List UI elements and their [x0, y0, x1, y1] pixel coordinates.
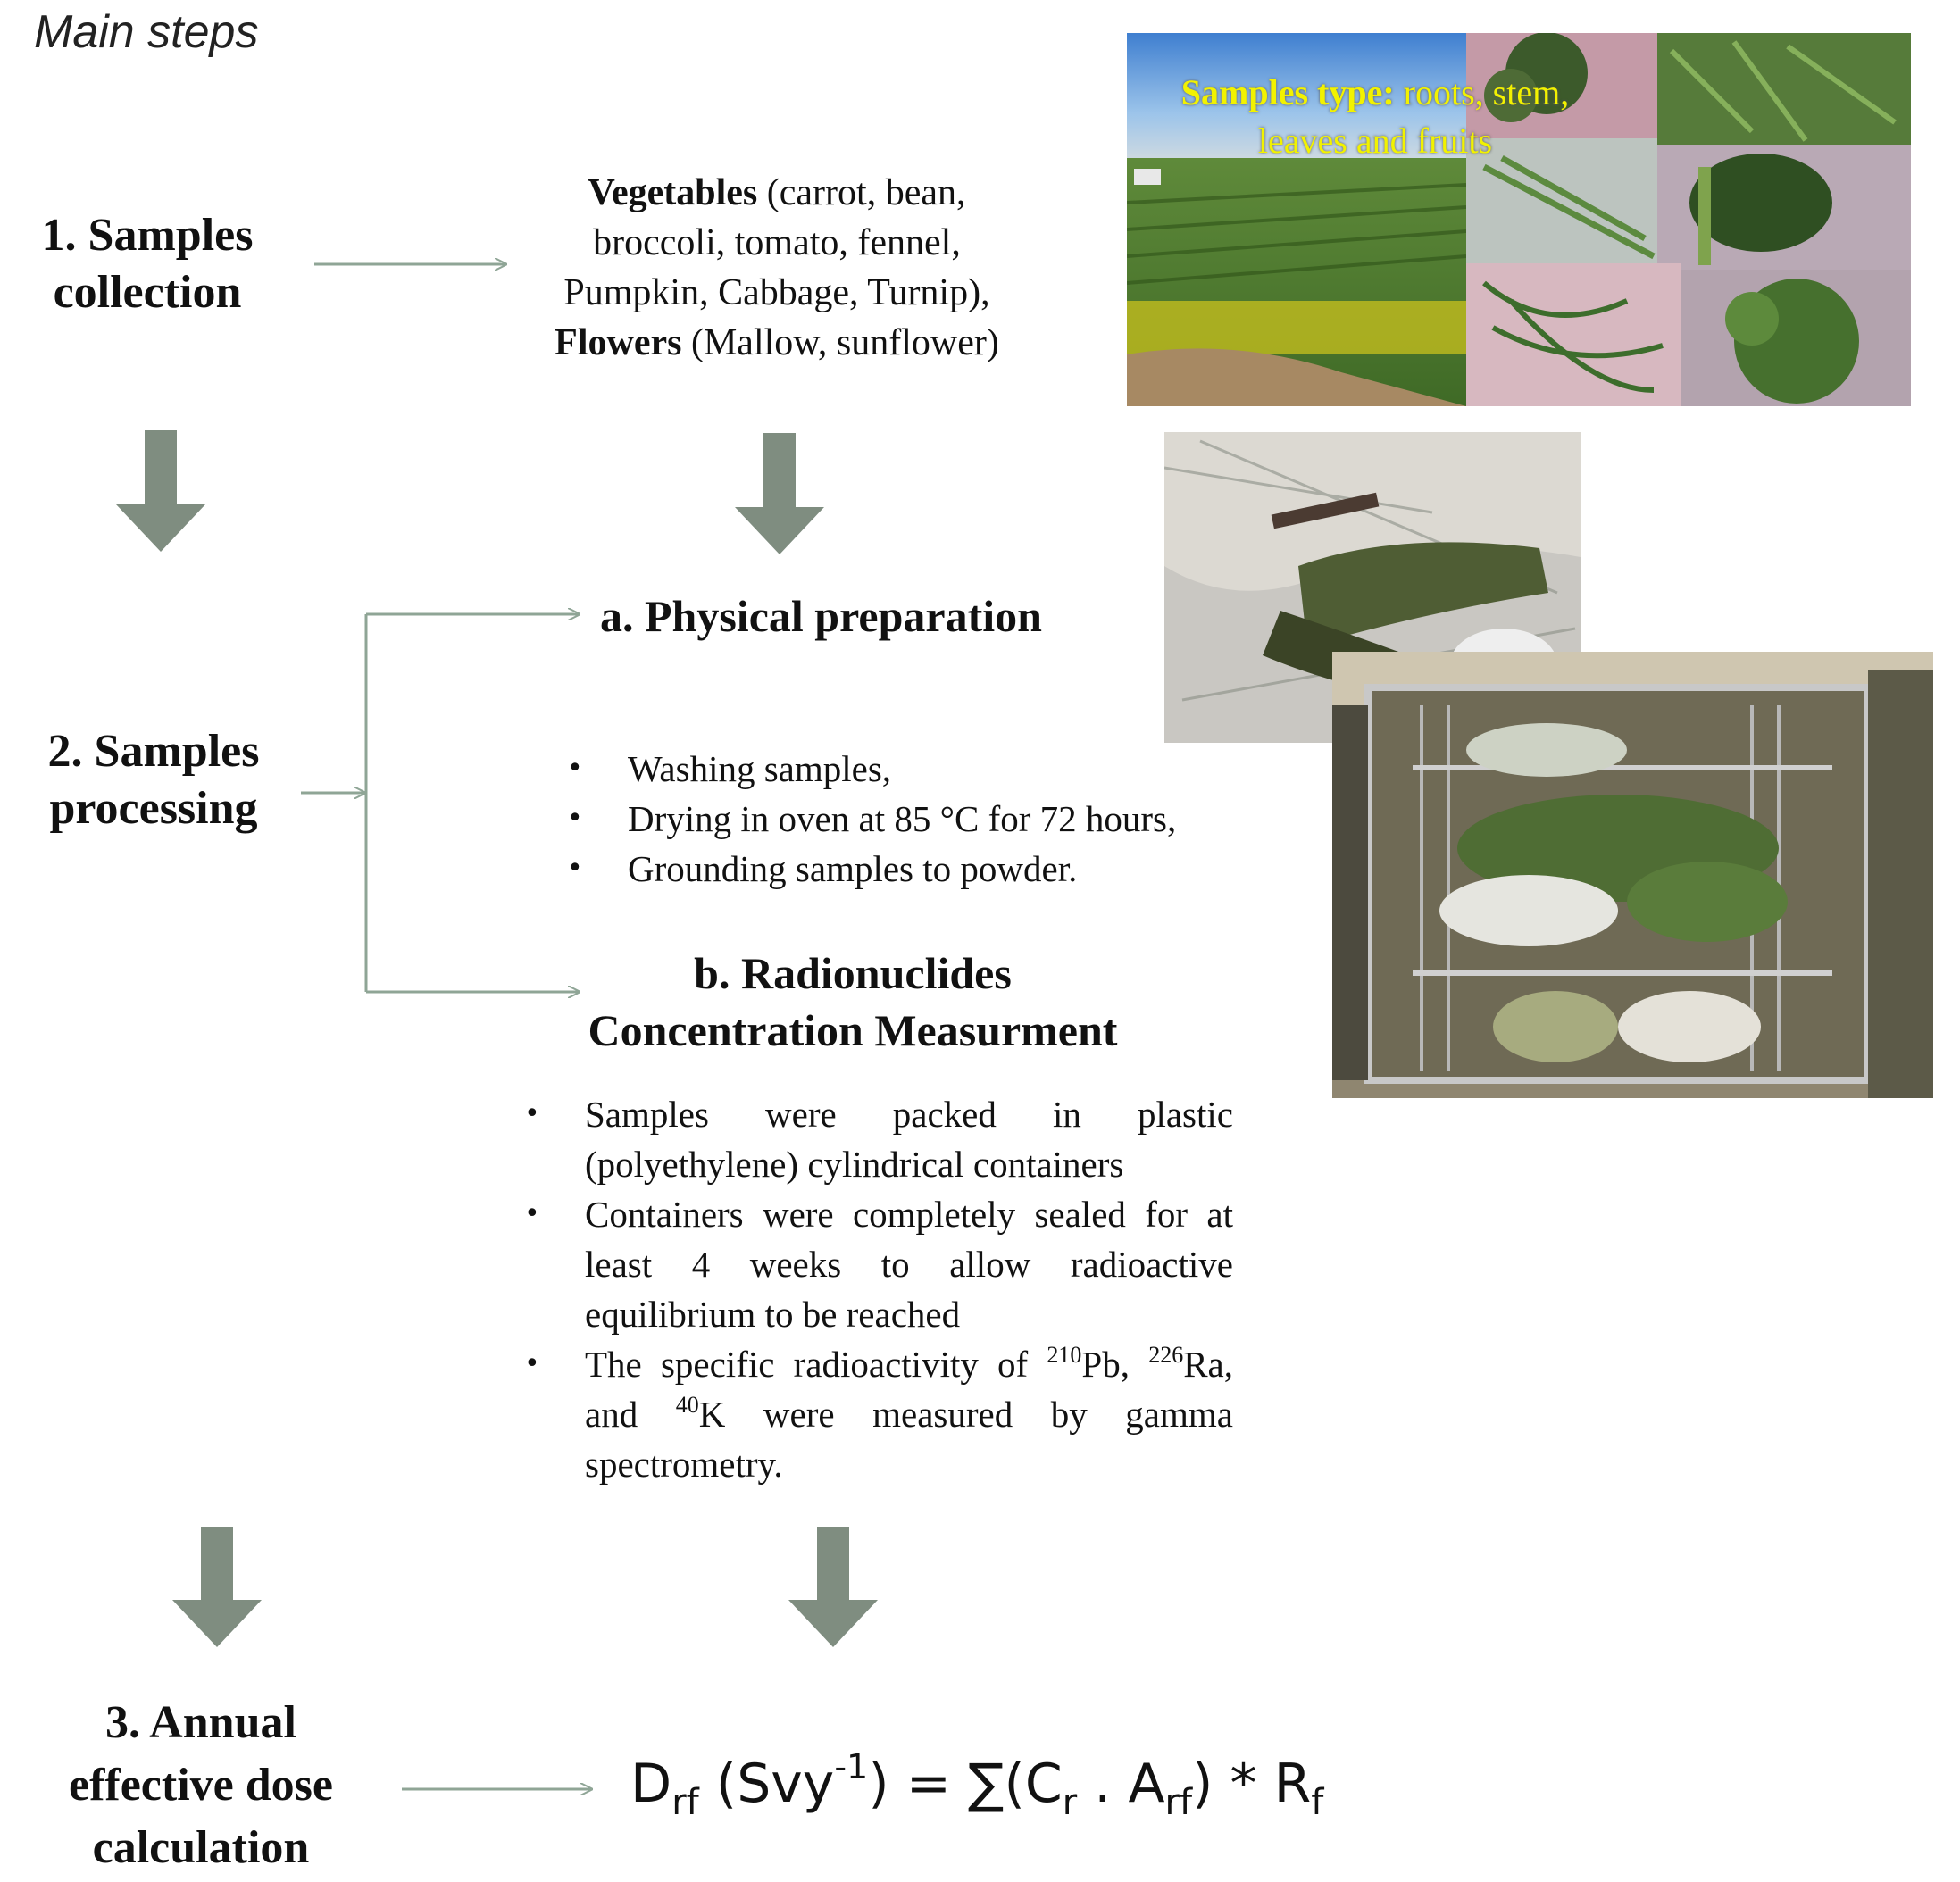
formula-subscript: rf — [1164, 1782, 1193, 1823]
drying-oven-photo — [1332, 652, 1933, 1098]
step-line: 2. Samples — [47, 726, 260, 777]
vegetables-label: Vegetables — [588, 172, 758, 213]
list-item: • Samples were packed in plastic (polyeth… — [524, 1089, 1233, 1189]
bullet-icon: • — [567, 853, 583, 884]
step-line: 3. Annual — [105, 1697, 296, 1748]
list-item: • Containers were completely sealed for a… — [524, 1189, 1233, 1339]
dose-formula: Drf (Svy-1) = ∑(Cr . Arf) * Rf — [630, 1748, 1323, 1820]
list-item-text: Containers were completely sealed for at… — [585, 1194, 1233, 1335]
bullet-icon: • — [524, 1198, 540, 1229]
isotope-mass-number: 226 — [1148, 1342, 1184, 1368]
formula-text: ) * R — [1192, 1753, 1312, 1815]
flowers-items: (Mallow, sunflower) — [681, 322, 999, 363]
list-item-text: Washing samples, — [628, 748, 892, 789]
formula-symbol: D — [630, 1753, 672, 1815]
step-line: collection — [53, 267, 242, 318]
samples-type-bold: Samples type: — [1180, 72, 1395, 112]
list-item: • Grounding samples to powder. — [567, 844, 1271, 894]
formula-subscript: rf — [671, 1782, 699, 1823]
bullet-icon: • — [524, 1098, 540, 1129]
vegetables-items: (carrot, bean, — [757, 172, 966, 213]
formula-text: ) = ∑(C — [868, 1753, 1063, 1815]
list-item-text: Ra, and — [585, 1344, 1233, 1435]
formula-subscript: r — [1062, 1782, 1078, 1823]
formula-text: (Svy — [698, 1753, 835, 1815]
measurement-heading-line: b. Radionuclides — [694, 948, 1012, 998]
list-item: • Washing samples, — [567, 744, 1271, 794]
step-line: effective dose — [69, 1760, 333, 1811]
down-arrow-icon — [735, 433, 824, 554]
step-line: 1. Samples — [41, 210, 254, 261]
step-line: calculation — [92, 1822, 310, 1873]
step-samples-collection: 1. Samples collection — [27, 207, 268, 321]
measurement-heading: b. Radionuclides Concentration Measurmen… — [536, 945, 1170, 1059]
down-arrow-icon — [172, 1527, 262, 1647]
samples-type-line2: leaves and fruits — [1257, 121, 1493, 161]
physical-preparation-heading: a. Physical preparation — [600, 591, 1042, 641]
list-item-text: Grounding samples to powder. — [628, 848, 1078, 889]
list-item-text: Drying in oven at 85 °C for 72 hours, — [628, 798, 1177, 839]
list-item-text: K were measured by gamma spectrometry. — [585, 1394, 1233, 1485]
formula-text: . A — [1077, 1753, 1165, 1815]
physical-preparation-list: • Washing samples, • Drying in oven at 85 … — [567, 744, 1271, 894]
page-title: Main steps — [34, 6, 259, 58]
down-arrow-icon — [116, 430, 205, 552]
samples-photo-collage: Samples type: roots, stem, leaves and fr… — [1127, 33, 1911, 406]
list-item-text: Pb, — [1081, 1344, 1149, 1385]
samples-type-plain: roots, stem, — [1394, 72, 1570, 112]
formula-subscript: f — [1311, 1782, 1324, 1823]
step-annual-effective-dose: 3. Annual effective dose calculation — [36, 1692, 366, 1879]
step-line: processing — [49, 783, 258, 834]
measurement-heading-line: Concentration Measurment — [588, 1005, 1118, 1055]
measurement-list: • Samples were packed in plastic (polyeth… — [524, 1089, 1233, 1489]
bullet-icon: • — [567, 753, 583, 784]
formula-superscript: -1 — [834, 1747, 869, 1786]
collection-detail: Vegetables (carrot, bean, broccoli, toma… — [527, 168, 1027, 368]
list-item-text: Samples were packed in plastic (polyethy… — [585, 1094, 1233, 1185]
isotope-mass-number: 210 — [1047, 1342, 1082, 1368]
vegetables-items: broccoli, tomato, fennel, — [593, 222, 961, 263]
bullet-icon: • — [567, 803, 583, 834]
down-arrow-icon — [788, 1527, 878, 1647]
flowers-label: Flowers — [555, 322, 682, 363]
step-samples-processing: 2. Samples processing — [20, 723, 288, 837]
list-item: • The specific radioactivity of 210Pb, 22… — [524, 1339, 1233, 1489]
bullet-icon: • — [524, 1348, 540, 1379]
vegetables-items: Pumpkin, Cabbage, Turnip), — [563, 272, 990, 313]
samples-type-label: Samples type: roots, stem, leaves and fr… — [1134, 69, 1616, 165]
isotope-mass-number: 40 — [675, 1392, 699, 1418]
list-item: • Drying in oven at 85 °C for 72 hours, — [567, 794, 1271, 844]
list-item-text: The specific radioactivity of — [585, 1344, 1047, 1385]
